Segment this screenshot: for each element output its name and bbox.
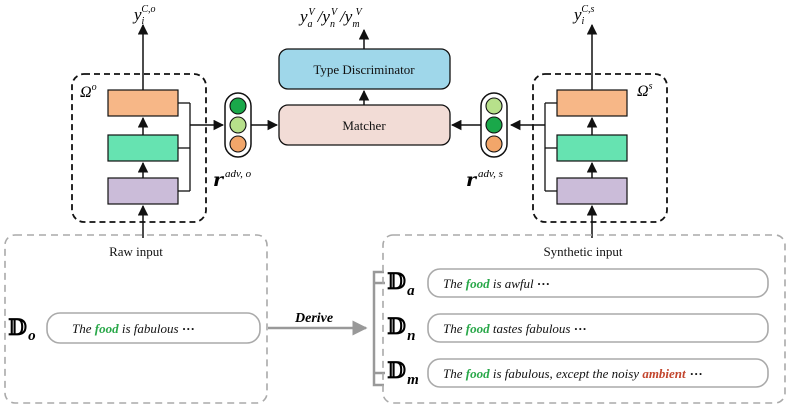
right-signal-dot-orange <box>485 135 503 153</box>
synthetic-sentence-a: The food is awful ··· <box>443 276 550 291</box>
matcher-label: Matcher <box>342 118 386 133</box>
synthetic-input-panel <box>382 234 786 404</box>
left-purple-layer <box>107 177 179 205</box>
synthetic-sentence-box-m <box>427 358 769 388</box>
synthetic-sentence-n: The food tastes fabulous ··· <box>443 321 587 336</box>
raw-input-title: Raw input <box>109 244 163 259</box>
right-green-layer <box>556 134 628 162</box>
synthetic-input-title: Synthetic input <box>543 244 622 259</box>
raw-sentence: The food is fabulous ··· <box>72 321 195 336</box>
derive-label: Derive <box>294 311 333 326</box>
synthetic-sentence-box-n <box>427 313 769 343</box>
left-signal-dot-orange <box>229 135 247 153</box>
type-discriminator-label: Type Discriminator <box>313 62 415 77</box>
left-signal-dot-light-green <box>229 116 247 134</box>
right-purple-layer <box>556 177 628 205</box>
left-encoder: Ωo <box>71 23 225 238</box>
left-signal <box>224 92 252 158</box>
right-signal <box>480 92 508 158</box>
output-center-label: yaV/ynV/ymV <box>298 7 364 30</box>
raw-dataset-symbol: 𝔻o <box>8 315 36 344</box>
output-left-label: yiC,o <box>132 4 156 27</box>
left-signal-dot-dark-green <box>229 97 247 115</box>
synthetic-sentence-box-a <box>427 268 769 298</box>
left-orange-layer <box>107 89 179 117</box>
left-encoder-frame <box>71 73 207 223</box>
omega-left-label: Ωo <box>80 82 97 101</box>
right-encoder: Ωs <box>509 23 668 238</box>
synthetic-dataset-symbol-a: 𝔻a <box>387 269 415 299</box>
synthetic-dataset-symbol-n: 𝔻n <box>387 314 415 344</box>
raw-sentence-box <box>46 312 261 344</box>
right-signal-dot-light-green <box>485 97 503 115</box>
raw-input-panel <box>4 234 268 404</box>
omega-right-label: Ωs <box>637 81 653 100</box>
synthetic-dataset-symbol-m: 𝔻m <box>387 358 419 388</box>
output-right-label: yiC,s <box>572 4 594 27</box>
right-encoder-frame <box>532 73 668 223</box>
derive-bracket <box>372 270 384 387</box>
right-signal-dot-dark-green <box>485 116 503 134</box>
right-orange-layer <box>556 89 628 117</box>
left-green-layer <box>107 134 179 162</box>
synthetic-sentence-m: The food is fabulous, except the noisy a… <box>443 366 703 381</box>
